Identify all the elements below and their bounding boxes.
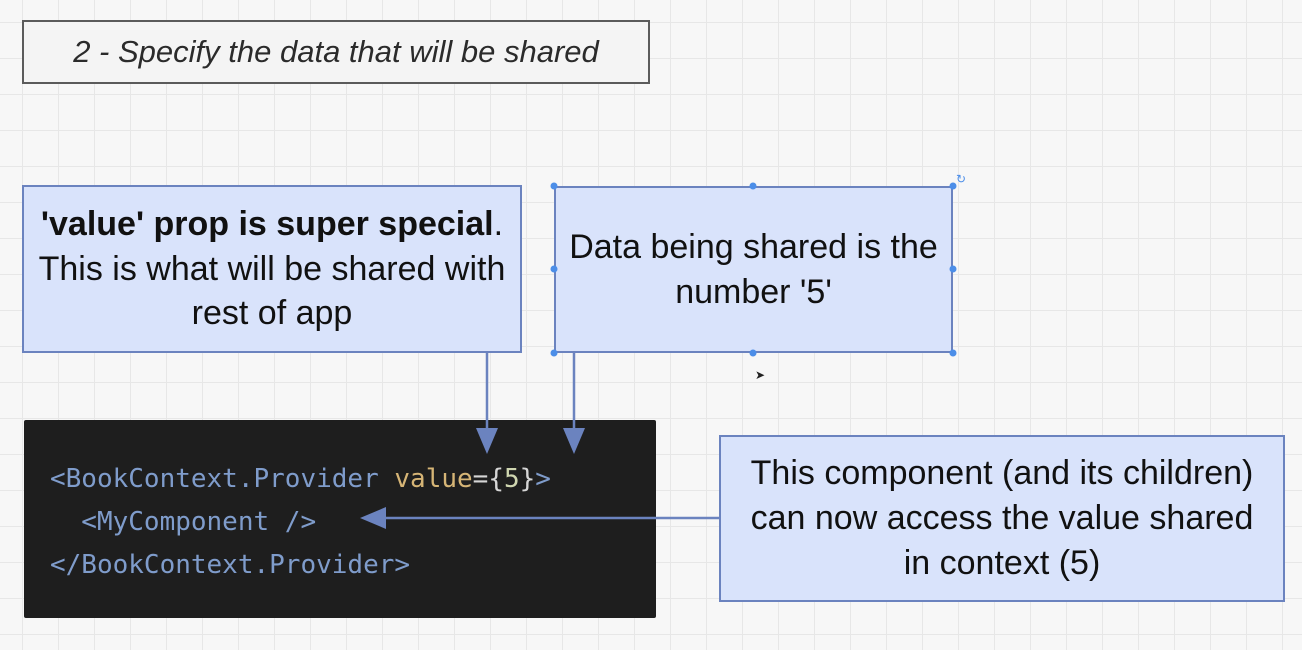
code-block: <BookContext.Provider value={5}> <MyComp… bbox=[24, 420, 656, 618]
selection-handle-top-left[interactable] bbox=[550, 182, 558, 190]
data-shared-note-text: Data being shared is the number '5' bbox=[569, 227, 938, 311]
selection-handle-bottom[interactable] bbox=[749, 349, 757, 357]
code-tag-close: > bbox=[535, 464, 551, 494]
component-access-note-text: This component (and its children) can no… bbox=[750, 454, 1254, 582]
code-line-2: <MyComponent /> bbox=[50, 507, 317, 537]
selection-handle-bottom-left[interactable] bbox=[550, 349, 558, 357]
slide-title: 2 - Specify the data that will be shared bbox=[22, 20, 650, 84]
mouse-cursor-icon: ➤ bbox=[755, 368, 766, 382]
selection-handle-left[interactable] bbox=[550, 265, 558, 273]
code-line-3: </BookContext.Provider> bbox=[50, 550, 411, 580]
selection-handle-top[interactable] bbox=[749, 182, 757, 190]
value-prop-note-text: 'value' prop is super special. This is w… bbox=[32, 202, 512, 337]
code-brace-close: } bbox=[519, 464, 536, 494]
code-brace-open: { bbox=[488, 464, 504, 494]
value-prop-bold-text: 'value' prop is super special bbox=[40, 204, 494, 243]
rotate-handle-icon[interactable]: ↻ bbox=[956, 172, 967, 186]
code-equals: = bbox=[472, 464, 489, 494]
code-value-number: 5 bbox=[503, 464, 520, 494]
selection-handle-top-right[interactable] bbox=[949, 182, 957, 190]
selection-handle-right[interactable] bbox=[949, 265, 957, 273]
arrow-data-shared-head bbox=[563, 428, 585, 454]
code-provider-open-tag: <BookContext.Provider bbox=[50, 464, 379, 494]
arrow-component-head bbox=[360, 507, 386, 529]
code-value-attr: value bbox=[394, 464, 473, 494]
component-access-note[interactable]: This component (and its children) can no… bbox=[719, 435, 1285, 602]
arrow-value-prop-head bbox=[476, 428, 498, 454]
value-prop-rest-text: . This is what will be shared with rest … bbox=[38, 204, 506, 333]
code-line-1: <BookContext.Provider value={5}> bbox=[50, 458, 656, 501]
value-prop-note[interactable]: 'value' prop is super special. This is w… bbox=[22, 185, 522, 353]
selection-handle-bottom-right[interactable] bbox=[949, 349, 957, 357]
